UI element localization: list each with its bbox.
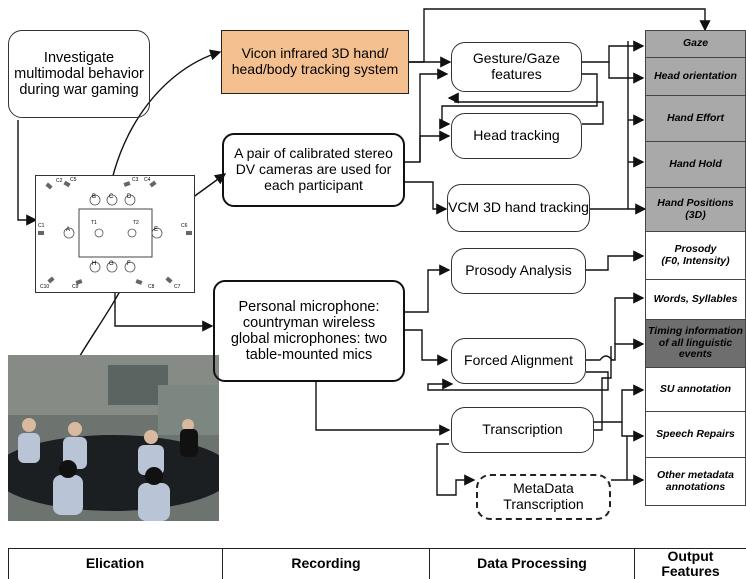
seat-e: E (154, 227, 159, 233)
output-speech-repairs-label: Speech Repairs (656, 427, 735, 440)
session-photo-drawing (8, 355, 219, 521)
forced-alignment-box: Forced Alignment (451, 338, 586, 384)
stage-recording: Recording (223, 548, 430, 579)
camera-c9: C9 (72, 284, 79, 290)
camera-c2: C2 (56, 178, 63, 184)
camera-c4: C4 (144, 177, 151, 183)
table-marker-t1: T1 (91, 220, 97, 226)
output-prosody-label: Prosody (F0, Intensity) (661, 242, 730, 267)
output-su-annotation-label: SU annotation (659, 382, 732, 395)
output-other-metadata-label: Other metadata annotations (656, 468, 735, 493)
prosody-box: Prosody Analysis (451, 248, 586, 294)
stage-output-features: Output Features (635, 548, 746, 579)
forced-alignment-label: Forced Alignment (464, 352, 573, 369)
camera-c5: C5 (70, 177, 77, 183)
head-tracking-label: Head tracking (473, 127, 560, 144)
gesture-gaze-label: Gesture/Gaze features (472, 50, 561, 82)
output-words-syllables: Words, Syllables (645, 280, 746, 320)
output-speech-repairs: Speech Repairs (645, 412, 746, 458)
output-hand-effort-label: Hand Effort (667, 111, 724, 124)
seat-b: B (92, 194, 97, 200)
output-other-metadata: Other metadata annotations (645, 458, 746, 506)
output-words-syllables-label: Words, Syllables (653, 292, 738, 305)
seat-g: G (109, 261, 114, 267)
output-prosody: Prosody (F0, Intensity) (645, 232, 746, 280)
vcm-box: VCM 3D hand tracking (447, 184, 590, 232)
room-layout-drawing (38, 180, 192, 285)
stage-output-features-label: Output Features (661, 547, 720, 579)
gesture-gaze-box: Gesture/Gaze features (451, 42, 582, 92)
cameras-label: A pair of calibrated stereo DV cameras a… (234, 145, 393, 193)
output-head-orientation-label: Head orientation (654, 69, 737, 82)
stage-data-processing-label: Data Processing (477, 555, 587, 572)
seat-c: C (109, 194, 114, 200)
output-timing-information-label: Timing information of all linguistic eve… (648, 324, 743, 361)
vicon-label: Vicon infrared 3D hand/ head/body tracki… (231, 45, 399, 77)
stage-data-processing: Data Processing (430, 548, 635, 579)
output-hand-positions-label: Hand Positions (3D) (657, 196, 734, 221)
microphone-box: Personal microphone: countryman wireless… (213, 280, 405, 382)
transcription-box: Transcription (451, 407, 594, 453)
stage-bar (8, 548, 746, 579)
cameras-box: A pair of calibrated stereo DV cameras a… (222, 133, 405, 207)
investigate-box: Investigate multimodal behavior during w… (8, 30, 150, 118)
camera-c1: C1 (38, 223, 45, 229)
output-head-orientation: Head orientation (645, 58, 746, 96)
stage-elication-label: Elication (85, 555, 145, 572)
room-layout: B C D H G F A E T1 T2 C1 C2 C3 C4 C5 C6 … (35, 175, 195, 293)
prosody-label: Prosody Analysis (465, 262, 572, 279)
table-marker-t2: T2 (133, 220, 139, 226)
output-gaze-label: Gaze (682, 37, 709, 50)
output-hand-positions: Hand Positions (3D) (645, 188, 746, 232)
seat-h: H (92, 261, 97, 267)
vcm-label: VCM 3D hand tracking (448, 199, 589, 216)
head-tracking-box: Head tracking (451, 113, 582, 159)
output-hand-hold: Hand Hold (645, 142, 746, 188)
output-gaze: Gaze (645, 30, 746, 58)
camera-c10: C10 (40, 284, 50, 290)
output-hand-hold-label: Hand Hold (669, 157, 722, 170)
output-hand-effort: Hand Effort (645, 96, 746, 142)
camera-c7: C7 (174, 284, 181, 290)
stage-recording-label: Recording (291, 555, 361, 572)
camera-c8: C8 (148, 284, 155, 290)
seat-d: D (127, 194, 132, 200)
output-timing-information: Timing information of all linguistic eve… (645, 320, 746, 368)
seat-a: A (66, 227, 71, 233)
camera-c3: C3 (132, 177, 139, 183)
camera-c6: C6 (181, 223, 188, 229)
session-photo (8, 355, 219, 521)
stage-elication: Elication (8, 548, 223, 579)
metadata-label: MetaData Transcription (503, 480, 584, 512)
output-su-annotation: SU annotation (645, 368, 746, 412)
seat-f: F (127, 261, 131, 267)
investigate-label: Investigate multimodal behavior during w… (14, 49, 144, 99)
microphone-label: Personal microphone: countryman wireless… (230, 298, 388, 364)
vicon-box: Vicon infrared 3D hand/ head/body tracki… (221, 30, 409, 94)
metadata-box: MetaData Transcription (476, 474, 611, 520)
transcription-label: Transcription (482, 421, 563, 438)
